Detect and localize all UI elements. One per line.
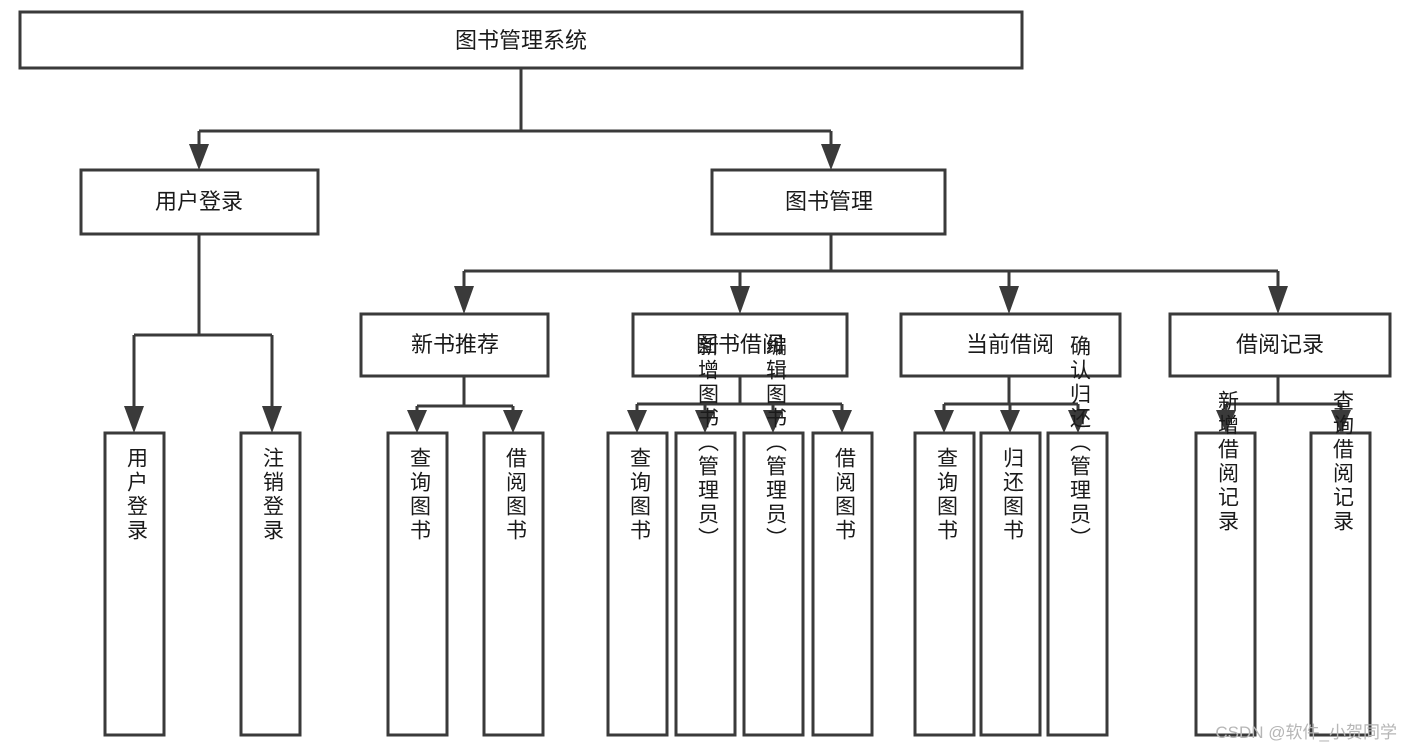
node-leaf-borrow-book-2-label: 借阅图书 [832,447,856,543]
node-leaf-user-login-box[interactable] [103,431,166,737]
node-leaf-add-book-box[interactable] [674,431,737,737]
node-new-book-rec-label: 新书推荐 [411,332,499,357]
node-new-book-rec[interactable]: 新书推荐 [359,312,550,378]
node-current-borrow[interactable]: 当前借阅 [899,312,1122,378]
arrow-head-leaf-borrow-book-1 [503,410,523,433]
arrow-head-leaf-user-login [124,406,144,433]
node-root[interactable]: 图书管理系统 [18,10,1024,70]
node-book-borrow-box[interactable] [631,312,849,378]
node-leaf-add-book[interactable]: 新增图书（管理员） [674,335,737,737]
arrow-head-leaf-edit-book [763,410,783,433]
node-leaf-query-book-2[interactable]: 查询图书 [606,431,669,737]
node-book-manage[interactable]: 图书管理 [710,168,947,236]
node-new-book-rec-box[interactable] [359,312,550,378]
node-book-manage-label: 图书管理 [785,189,873,214]
node-book-borrow-label: 图书借阅 [696,332,784,357]
node-leaf-query-book-1-label: 查询图书 [407,447,431,543]
node-leaf-confirm-return-label: 确认归还（管理员） [1067,335,1091,551]
node-leaf-borrow-book-1[interactable]: 借阅图书 [482,431,545,737]
node-leaf-query-book-2-label: 查询图书 [627,447,651,543]
node-borrow-record-label: 借阅记录 [1236,332,1324,357]
node-leaf-confirm-return[interactable]: 确认归还（管理员） [1046,335,1109,737]
node-root-label: 图书管理系统 [455,28,587,53]
arrow-head-borrow-record [1268,286,1288,314]
connector-layer [124,68,1351,433]
node-leaf-user-logout-label: 注销登录 [260,447,284,543]
node-leaf-borrow-book-1-box[interactable] [482,431,545,737]
node-leaf-add-book-label: 新增图书（管理员） [695,335,719,551]
arrow-head-leaf-user-logout [262,406,282,433]
node-leaf-query-book-1-box[interactable] [386,431,449,737]
node-leaf-borrow-book-1-label: 借阅图书 [503,447,527,543]
node-leaf-query-book-3-box[interactable] [913,431,976,737]
node-leaf-user-login-label: 用户登录 [124,447,148,543]
node-leaf-return-book-label: 归还图书 [1000,447,1024,543]
arrow-head-new-book-rec [454,286,474,314]
node-leaf-borrow-book-2[interactable]: 借阅图书 [811,431,874,737]
arrow-head-leaf-query-book-3 [934,410,954,433]
node-borrow-record-box[interactable] [1168,312,1392,378]
arrow-head-user-login [189,144,209,170]
node-current-borrow-box[interactable] [899,312,1122,378]
arrow-head-leaf-confirm-return [1068,410,1088,433]
node-borrow-record[interactable]: 借阅记录 [1168,312,1392,378]
node-leaf-edit-book-label: 编辑图书（管理员） [763,335,787,551]
node-user-login[interactable]: 用户登录 [79,168,320,236]
node-leaf-confirm-return-box[interactable] [1046,431,1109,737]
node-book-borrow[interactable]: 图书借阅 [631,312,849,378]
node-leaf-edit-book[interactable]: 编辑图书（管理员） [742,335,805,737]
node-leaf-query-record-label: 查询借阅记录 [1330,390,1354,534]
node-root-box[interactable] [18,10,1024,70]
node-leaf-borrow-book-2-box[interactable] [811,431,874,737]
node-book-manage-box[interactable] [710,168,947,236]
node-user-login-box[interactable] [79,168,320,236]
node-leaf-query-book-1[interactable]: 查询图书 [386,431,449,737]
node-leaf-edit-book-box[interactable] [742,431,805,737]
arrow-head-leaf-query-book-1 [407,410,427,433]
node-leaf-query-record-box[interactable] [1309,431,1372,737]
arrow-head-book-manage [821,144,841,170]
node-leaf-add-record-box[interactable] [1194,431,1257,737]
arrow-head-leaf-query-record [1331,410,1351,433]
node-leaf-return-book-box[interactable] [979,431,1042,737]
node-leaf-query-book-3-label: 查询图书 [934,447,958,543]
arrow-head-leaf-return-book [1000,410,1020,433]
node-leaf-user-logout[interactable]: 注销登录 [239,431,302,737]
node-user-login-label: 用户登录 [155,189,243,214]
node-leaf-return-book[interactable]: 归还图书 [979,431,1042,737]
arrow-head-book-borrow [730,286,750,314]
node-leaf-user-login[interactable]: 用户登录 [103,431,166,737]
node-leaf-query-book-2-box[interactable] [606,431,669,737]
node-leaf-add-record[interactable]: 新增借阅记录 [1194,390,1257,737]
node-leaf-query-book-3[interactable]: 查询图书 [913,431,976,737]
arrow-head-leaf-add-book [695,410,715,433]
arrow-head-leaf-borrow-book-2 [832,410,852,433]
node-leaf-add-record-label: 新增借阅记录 [1215,390,1239,534]
arrow-head-current-borrow [999,286,1019,314]
arrow-head-leaf-query-book-2 [627,410,647,433]
arrow-head-leaf-add-record [1216,410,1236,433]
node-leaf-query-record[interactable]: 查询借阅记录 [1309,390,1372,737]
node-current-borrow-label: 当前借阅 [966,332,1054,357]
node-leaf-user-logout-box[interactable] [239,431,302,737]
